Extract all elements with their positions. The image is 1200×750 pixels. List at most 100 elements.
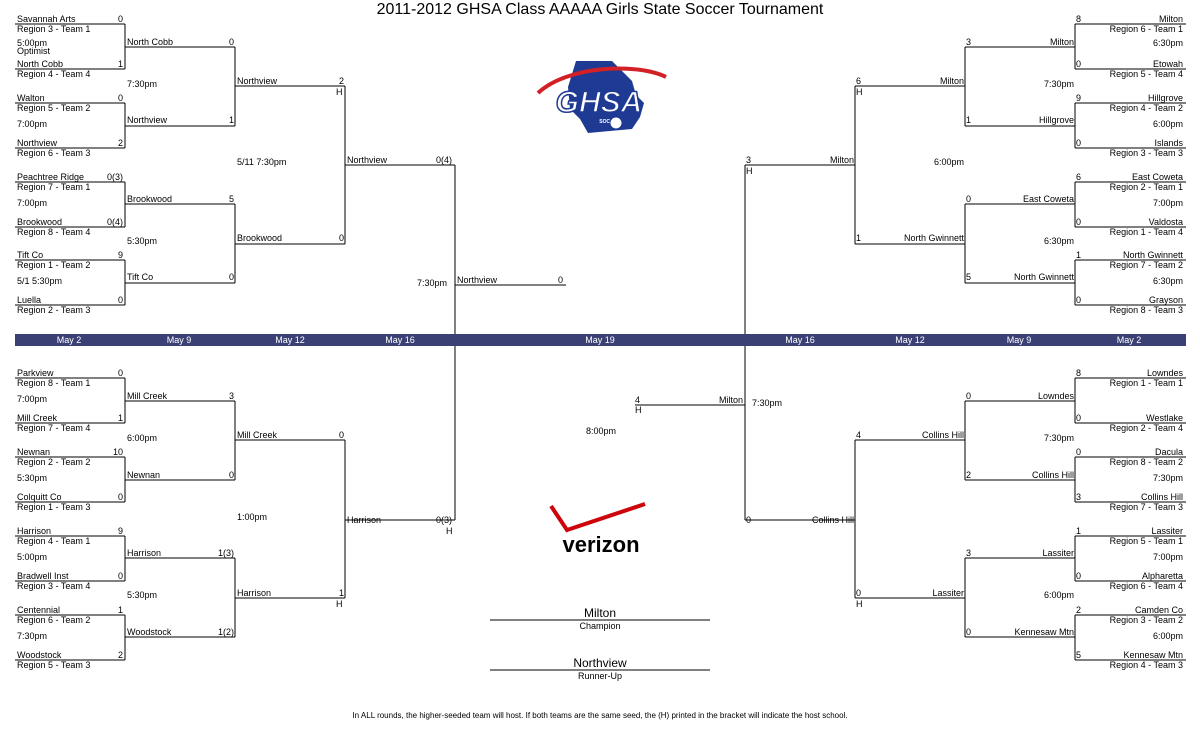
bracket-text: Lassiter xyxy=(1151,526,1183,536)
round-date-label: May 9 xyxy=(166,335,192,345)
bracket-text: Harrison xyxy=(237,588,272,598)
bracket-text: 0 xyxy=(117,368,123,378)
bracket-text: Dacula xyxy=(1154,447,1183,457)
bracket-text: North Gwinnett xyxy=(1013,272,1074,282)
bracket-text: Lowndes xyxy=(1146,368,1183,378)
ghsa-logo-graphic: GHSA SOCCER xyxy=(536,61,667,133)
bracket-text: Hillgrove xyxy=(1147,93,1183,103)
bracket-text: 0 xyxy=(1076,413,1082,423)
bracket-text: 5/11 7:30pm xyxy=(237,157,287,167)
bracket-text: 7:30pm xyxy=(1043,79,1074,89)
bracket-text: Mill Creek xyxy=(237,430,278,440)
bracket-text: 0 xyxy=(117,93,123,103)
bracket-text: 5/1 5:30pm xyxy=(17,276,63,286)
bracket-text: Walton xyxy=(17,93,45,103)
bracket-text: Etowah xyxy=(1152,59,1183,69)
bracket-text: 6 xyxy=(856,76,862,86)
bracket-text: 6:00pm xyxy=(1043,590,1074,600)
footnote: In ALL rounds, the higher-seeded team wi… xyxy=(352,711,848,720)
bracket-text: 7:30pm xyxy=(752,398,783,408)
bracket-text: Mill Creek xyxy=(127,391,168,401)
bracket-text: Northview xyxy=(127,115,168,125)
bracket-text: Bradwell Inst xyxy=(17,571,69,581)
bracket-text: Region 4 - Team 4 xyxy=(17,69,91,79)
bracket-text: H xyxy=(336,87,343,97)
bracket-text: Region 3 - Team 2 xyxy=(1109,615,1183,625)
bracket-text: 8 xyxy=(1076,368,1082,378)
bracket-text: Savannah Arts xyxy=(17,14,76,24)
bracket-text: Region 4 - Team 1 xyxy=(17,536,91,546)
bracket-text: Mill Creek xyxy=(17,413,58,423)
bracket-text: Harrison xyxy=(17,526,52,536)
bracket-text: 9 xyxy=(1076,93,1082,103)
bracket-text: Region 1 - Team 4 xyxy=(1109,227,1183,237)
bracket-text: 1 xyxy=(966,115,972,125)
bracket-text: 7:30pm xyxy=(17,631,48,641)
bracket-text: 0 xyxy=(117,295,123,305)
bracket-text: 1 xyxy=(856,233,862,243)
bracket-text: 7:00pm xyxy=(1152,552,1183,562)
bracket-text: 0 xyxy=(1076,138,1082,148)
bracket-text: Alpharetta xyxy=(1141,571,1183,581)
bracket-text: Region 5 - Team 2 xyxy=(17,103,91,113)
bracket-text: 5:30pm xyxy=(17,473,48,483)
bracket-text: 6:00pm xyxy=(1152,119,1183,129)
bracket-text: Milton xyxy=(1049,37,1074,47)
bracket-text: 0 xyxy=(228,37,234,47)
bracket-text: 2 xyxy=(117,138,123,148)
bracket-text: 1 xyxy=(117,605,123,615)
bracket-text: Islands xyxy=(1154,138,1183,148)
bracket-text: Region 8 - Team 3 xyxy=(1109,305,1183,315)
bracket-text: 5 xyxy=(228,194,234,204)
bracket-text: Collins Hill xyxy=(1140,492,1183,502)
bracket-text: Region 8 - Team 4 xyxy=(17,227,91,237)
bracket-text: 2 xyxy=(338,76,344,86)
bracket-text: Region 7 - Team 4 xyxy=(17,423,91,433)
bracket-text: North Gwinnett xyxy=(1122,250,1183,260)
bracket-text: 9 xyxy=(117,526,123,536)
bracket-text: H xyxy=(746,166,753,176)
bracket-text: Valdosta xyxy=(1148,217,1183,227)
bracket-text: 5 xyxy=(966,272,972,282)
bracket-text: 3 xyxy=(966,548,972,558)
bracket-text: 0(3) xyxy=(435,515,452,525)
bracket-text: Milton xyxy=(718,395,743,405)
bracket-text: Peachtree Ridge xyxy=(17,172,85,182)
bracket-text: Region 6 - Team 4 xyxy=(1109,581,1183,591)
bracket-text: Region 7 - Team 1 xyxy=(17,182,91,192)
bracket-text: 2 xyxy=(1076,605,1082,615)
ghsa-logo: GHSA SOCCER xyxy=(528,57,670,137)
bracket-text: 6:00pm xyxy=(127,433,158,443)
bracket-text: Northview xyxy=(237,76,278,86)
bracket-text: East Coweta xyxy=(1022,194,1074,204)
bracket-text: 1 xyxy=(1076,250,1082,260)
champion-team: Milton xyxy=(583,606,616,620)
bracket-text: Centennial xyxy=(17,605,61,615)
verizon-logo-graphic: verizon xyxy=(549,502,646,557)
bracket-text: Camden Co xyxy=(1134,605,1183,615)
bracket-text: Collins Hill xyxy=(1031,470,1074,480)
bracket-text: 3 xyxy=(1076,492,1082,502)
bracket-text: Region 1 - Team 1 xyxy=(1109,378,1183,388)
bracket-text: 6:30pm xyxy=(1152,38,1183,48)
bracket-text: H xyxy=(336,599,343,609)
bracket-text: 0 xyxy=(1076,295,1082,305)
bracket-text: H xyxy=(446,526,453,536)
bracket-text: Westlake xyxy=(1146,413,1183,423)
verizon-logo: verizon xyxy=(545,500,660,560)
bracket-text: Kennesaw Mtn xyxy=(1123,650,1183,660)
bracket-text: 0 xyxy=(1076,217,1082,227)
round-date-label: May 19 xyxy=(585,335,615,345)
bracket-text: 5:00pm xyxy=(17,552,48,562)
bracket-text: Collins Hill xyxy=(811,515,854,525)
bracket-text: Northview xyxy=(347,155,388,165)
bracket-text: Woodstock xyxy=(127,627,172,637)
bracket-text: Brookwood xyxy=(127,194,173,204)
bracket-text: Region 2 - Team 3 xyxy=(17,305,91,315)
bracket-text: Region 2 - Team 1 xyxy=(1109,182,1183,192)
bracket-text: Newnan xyxy=(17,447,51,457)
bracket-text: Brookwood xyxy=(17,217,63,227)
